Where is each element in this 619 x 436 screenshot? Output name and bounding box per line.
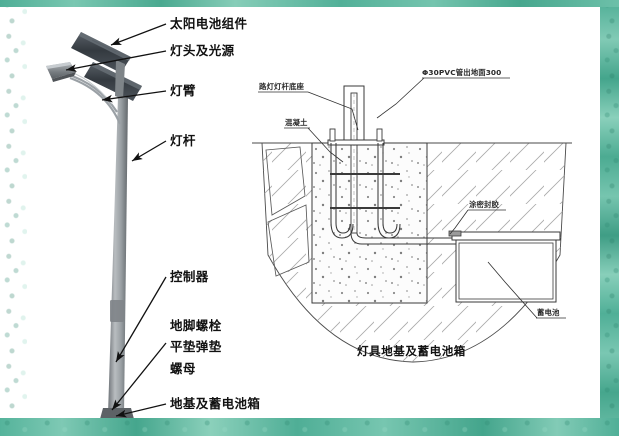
leader-controller <box>115 276 167 363</box>
battery-box-lid <box>451 231 561 241</box>
leader-pole-base <box>307 91 359 131</box>
drawing-label-underlines <box>258 77 566 319</box>
label-anchor-bolt: 地脚螺栓 <box>170 318 222 333</box>
concrete-speckle <box>312 143 427 303</box>
conduit-run <box>350 232 462 245</box>
leader-lamp-arm <box>101 90 167 103</box>
label-pvc-conduit: Φ30PVC管出地面300 <box>422 68 502 77</box>
label-solar-module: 太阳电池组件 <box>170 16 248 31</box>
anchor-bolt-studs <box>329 128 383 142</box>
controller-box <box>110 300 124 322</box>
label-lamp-arm: 灯臂 <box>170 83 196 98</box>
label-base-battery: 地基及蓄电池箱 <box>170 396 261 411</box>
leader-sealant <box>449 209 469 235</box>
leader-lamp-head <box>65 50 167 72</box>
lamp-pole-shape <box>108 96 128 415</box>
battery-box-inner <box>458 242 554 300</box>
streetlamp-photo <box>46 32 142 418</box>
battery-box <box>448 230 561 303</box>
leader-solar-module <box>110 23 167 46</box>
label-lamp-pole: 灯杆 <box>170 133 196 148</box>
leader-anchor-bolt <box>111 342 167 411</box>
rebar-ties <box>330 173 400 209</box>
label-concrete: 混凝土 <box>285 118 308 127</box>
drawing-leader-lines <box>307 77 538 319</box>
label-lamp-head: 灯头及光源 <box>170 43 235 58</box>
sealant-bead <box>448 230 462 237</box>
label-nut: 螺母 <box>170 361 196 376</box>
battery-box-body <box>455 239 557 303</box>
label-washer-spring: 平垫弹垫 <box>170 339 222 354</box>
label-controller: 控制器 <box>170 269 209 284</box>
leader-battery <box>487 261 538 319</box>
photo-leader-lines <box>65 23 167 418</box>
leader-concrete <box>307 127 344 163</box>
soil-wedge-left <box>265 146 310 277</box>
leader-pvc <box>376 77 425 119</box>
drawing-caption: 灯具地基及蓄电池箱 <box>357 344 466 358</box>
leader-lamp-pole <box>131 140 167 162</box>
label-sealant: 涂密封胶 <box>469 200 499 209</box>
label-battery: 蓄电池 <box>537 308 560 317</box>
label-pole-base: 路灯灯杆底座 <box>259 82 304 91</box>
panel-bracket <box>115 60 125 99</box>
pole-base-plate-dwg <box>327 139 385 146</box>
leader-base-battery <box>115 403 167 418</box>
